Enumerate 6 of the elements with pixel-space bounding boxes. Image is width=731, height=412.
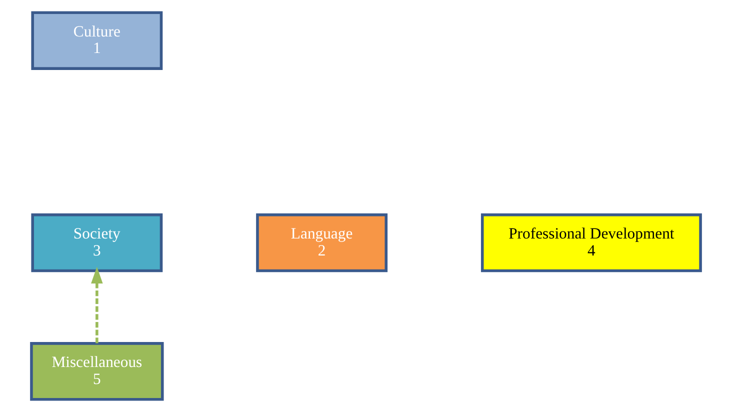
node-box: Professional Development 4	[480, 213, 702, 272]
node-box: Society 3	[30, 213, 162, 272]
node-box: Language 2	[256, 213, 388, 272]
node-box: Miscellaneous 5	[30, 342, 164, 401]
arrow	[90, 266, 102, 344]
node-box: Culture 1	[30, 11, 162, 70]
